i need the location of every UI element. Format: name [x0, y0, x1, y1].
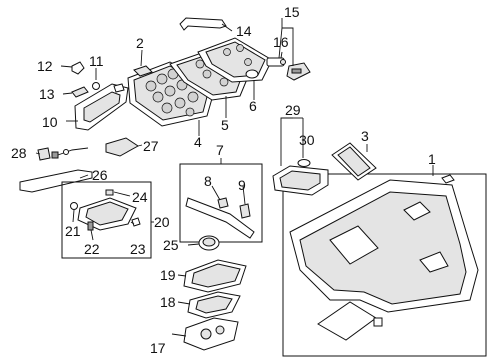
- callout-17: 17: [150, 340, 166, 356]
- callout-23: 23: [130, 241, 146, 257]
- callout-22: 22: [84, 241, 100, 257]
- callout-24: 24: [132, 189, 148, 205]
- callout-18: 18: [160, 294, 176, 310]
- callout-1: 1: [428, 151, 436, 167]
- part-25-knob: [198, 235, 220, 251]
- callout-2: 2: [136, 35, 144, 51]
- callout-labels: 1 2 3 4 5 6 7 8 9 10 11 12 13 14 15 16 1…: [11, 4, 436, 356]
- part-3-frame: [331, 142, 377, 181]
- part-27-lamp: [105, 137, 139, 157]
- part-14-grab-handle: [179, 17, 227, 31]
- part-10-13-visor: [71, 61, 129, 131]
- part-4-5-6-trays: [127, 37, 273, 127]
- part-17-19-console: [183, 259, 247, 351]
- callout-13: 13: [39, 86, 55, 102]
- callout-10: 10: [42, 114, 58, 130]
- part-2-clip: [133, 65, 153, 77]
- leader-lines: [35, 18, 434, 337]
- callout-9: 9: [238, 177, 246, 193]
- callout-21: 21: [65, 223, 81, 239]
- callout-29: 29: [285, 102, 301, 118]
- callout-11: 11: [89, 53, 104, 69]
- part-26-28-wire: [19, 147, 93, 193]
- callout-5: 5: [221, 117, 229, 133]
- callout-3: 3: [361, 128, 369, 144]
- callout-4: 4: [194, 134, 202, 150]
- callout-7: 7: [216, 142, 224, 158]
- part-7-9-rail: [179, 163, 263, 243]
- callout-19: 19: [160, 267, 176, 283]
- callout-14: 14: [236, 23, 252, 39]
- callout-25: 25: [163, 237, 179, 253]
- part-1-headliner: [282, 173, 487, 357]
- callout-12: 12: [37, 58, 53, 74]
- part-20-24-assembly: [61, 181, 152, 259]
- part-29-map-lamp: [272, 159, 329, 196]
- callout-6: 6: [249, 98, 257, 114]
- callout-16: 16: [273, 34, 289, 50]
- callout-27: 27: [143, 138, 159, 154]
- callout-15: 15: [284, 4, 300, 20]
- part-15-16-switches: [266, 57, 311, 81]
- callout-30: 30: [299, 132, 315, 148]
- callout-26: 26: [92, 167, 108, 183]
- callout-20: 20: [154, 214, 170, 230]
- callout-28: 28: [11, 145, 27, 161]
- callout-8: 8: [204, 173, 212, 189]
